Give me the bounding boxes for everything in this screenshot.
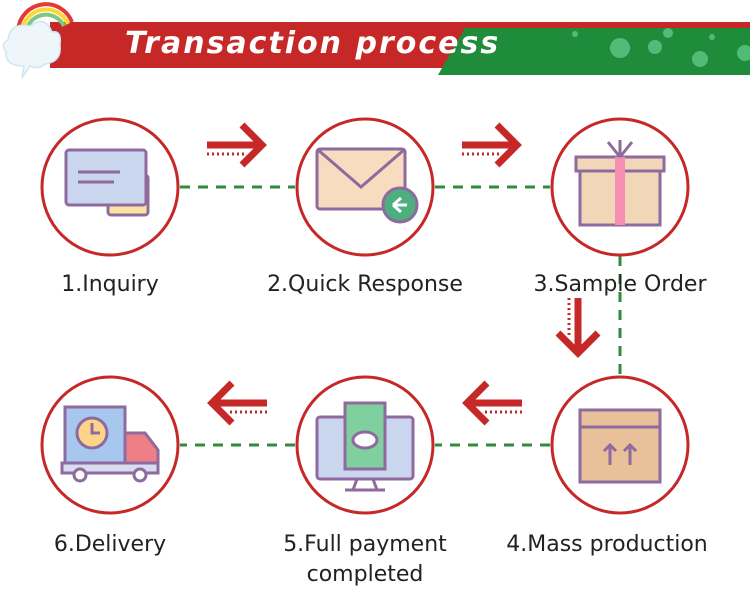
delivery-truck-icon [60, 405, 160, 483]
arrow-down-icon [555, 298, 601, 358]
arrow-right-icon [207, 122, 267, 168]
arrow-left-icon [207, 380, 267, 426]
chat-bubbles-icon [64, 148, 150, 217]
page-title: Transaction process [125, 26, 501, 61]
step-circle-4 [550, 375, 690, 515]
label-line-2: completed [306, 562, 424, 587]
step-label-full-payment: 5.Full payment completed [255, 530, 475, 590]
gift-box-icon [574, 140, 666, 227]
monitor-payment-icon [315, 401, 415, 492]
arrow-left-icon [462, 380, 522, 426]
header-banner [50, 22, 750, 75]
rainbow-cloud-icon [2, 2, 74, 79]
flow-graphics [40, 117, 690, 515]
step-circle-1 [40, 117, 180, 257]
step-label-inquiry: 1.Inquiry [61, 272, 159, 297]
step-label-delivery: 6.Delivery [53, 532, 167, 557]
step-circle-6 [40, 375, 180, 515]
cardboard-box-icon [578, 408, 662, 484]
step-label-mass-production: 4.Mass production [506, 532, 708, 557]
step-circle-2 [295, 117, 435, 257]
step-label-quick-response: 2.Quick Response [267, 272, 463, 297]
arrow-right-icon [462, 122, 522, 168]
step-label-sample-order: 3.Sample Order [533, 272, 707, 297]
step-circle-5 [295, 375, 435, 515]
label-line-1: 5.Full payment [283, 532, 447, 557]
envelope-reply-icon [315, 147, 419, 224]
step-circle-3 [550, 117, 690, 257]
